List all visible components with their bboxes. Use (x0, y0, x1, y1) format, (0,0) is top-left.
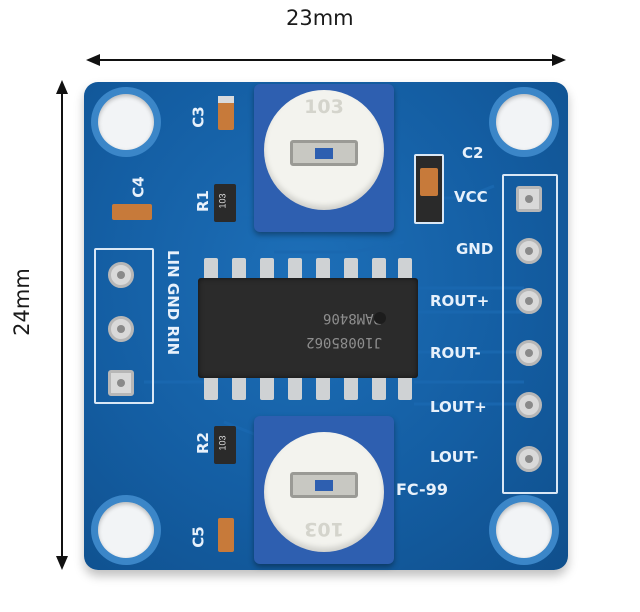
label-c3: C3 (189, 106, 208, 128)
model-label: FC-99 (396, 480, 448, 499)
pot-slot (290, 140, 358, 166)
left-header-outline (94, 248, 154, 404)
capacitor-c4 (112, 204, 152, 220)
pot-value-label: 103 (304, 96, 344, 118)
mounting-hole (496, 94, 552, 150)
resistor-r1: 103 (214, 184, 236, 222)
width-dimension-label: 23mm (286, 6, 354, 30)
header-pin-rin[interactable] (108, 262, 134, 288)
header-pin-lout-plus[interactable] (516, 392, 542, 418)
amplifier-chip: J10085062 PAM8406 (198, 278, 418, 378)
label-c5: C5 (189, 526, 208, 548)
header-pin-gnd[interactable] (516, 238, 542, 264)
label-lout-minus: LOUT- (430, 448, 479, 466)
potentiometer-top[interactable]: 103 (254, 84, 394, 232)
label-r2: R2 (194, 432, 212, 454)
capacitor-c5 (218, 518, 234, 552)
mounting-hole (496, 502, 552, 558)
header-pin-lout-minus[interactable] (516, 446, 542, 472)
potentiometer-bottom[interactable]: 103 (254, 416, 394, 564)
label-c2: C2 (462, 144, 484, 162)
left-header-label: LIN GND RIN (164, 250, 182, 356)
label-vcc: VCC (454, 188, 488, 206)
resistor-r2: 103 (214, 426, 236, 464)
capacitor-c3 (218, 96, 234, 130)
pot-value-label: 103 (304, 518, 344, 540)
mounting-hole (98, 502, 154, 558)
potentiometer-knob[interactable]: 103 (264, 90, 384, 210)
capacitor-c2 (414, 154, 444, 224)
mounting-hole (98, 94, 154, 150)
header-pin-vcc[interactable] (516, 186, 542, 212)
label-gnd: GND (456, 240, 494, 258)
header-pin-lin[interactable] (108, 370, 134, 396)
chip-pin1-dot (374, 312, 386, 324)
pot-slot (290, 472, 358, 498)
header-pin-rout-plus[interactable] (516, 288, 542, 314)
label-c4: C4 (129, 176, 148, 198)
label-rout-plus: ROUT+ (430, 292, 490, 310)
header-pin-gnd[interactable] (108, 316, 134, 342)
right-header-outline (502, 174, 558, 494)
potentiometer-knob[interactable]: 103 (264, 432, 384, 552)
label-r1: R1 (194, 190, 212, 212)
chip-marking-line2: J10085062 (306, 334, 382, 350)
label-rout-minus: ROUT- (430, 344, 481, 362)
label-lout-plus: LOUT+ (430, 398, 487, 416)
height-dimension-label: 24mm (9, 268, 34, 336)
amplifier-board: 103 103 J10085062 PAM8406 (84, 82, 568, 570)
header-pin-rout-minus[interactable] (516, 340, 542, 366)
